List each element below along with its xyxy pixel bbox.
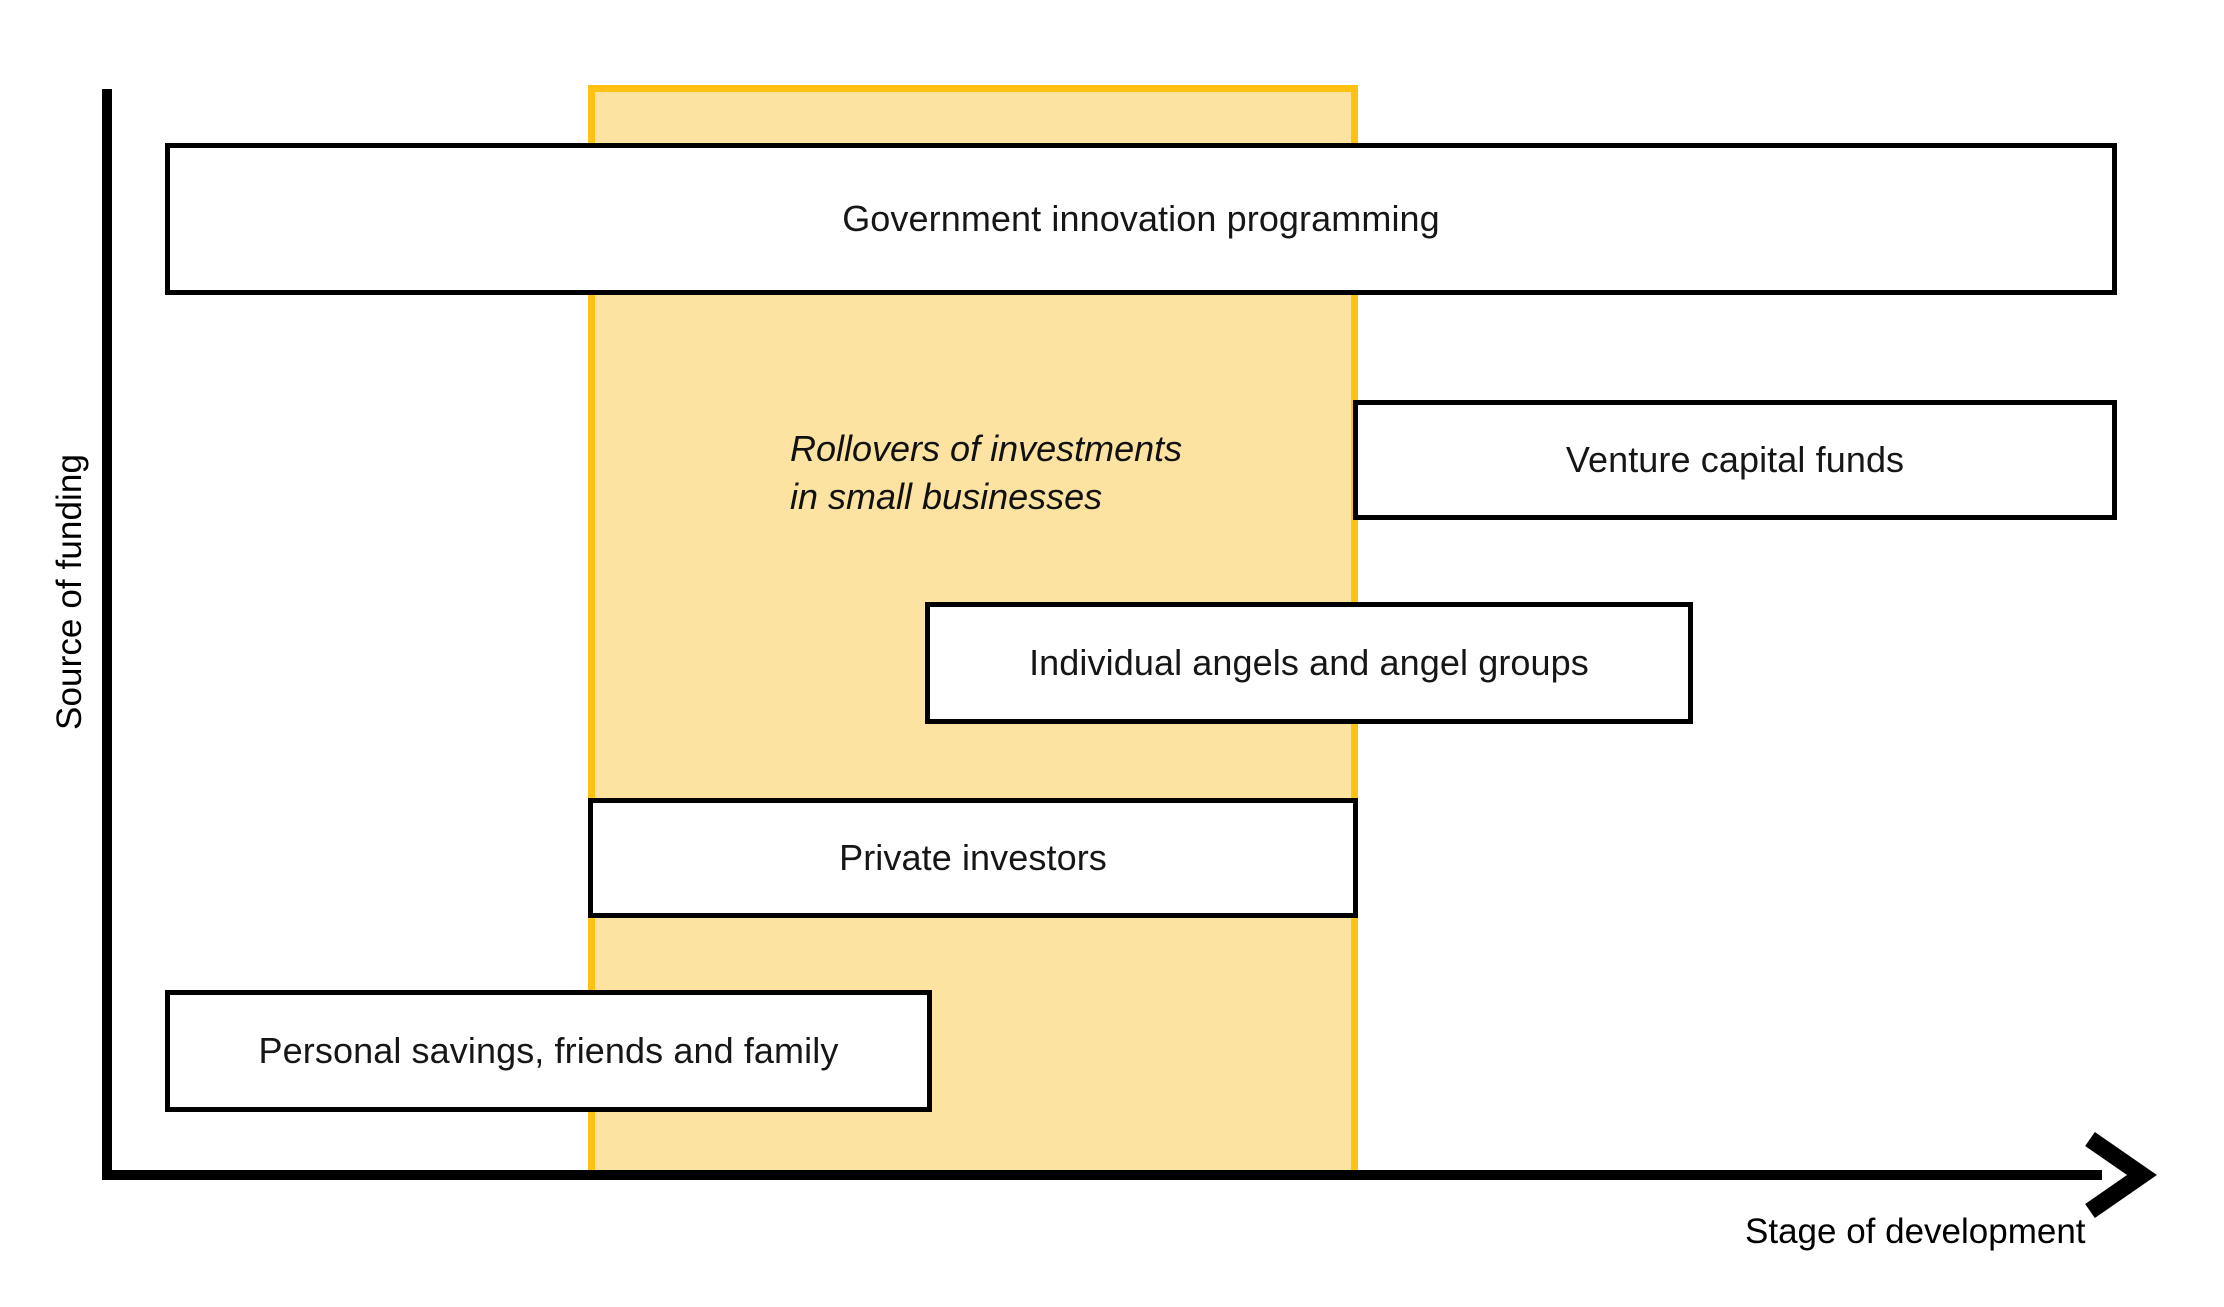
funding-box-label: Private investors bbox=[839, 837, 1107, 878]
funding-box-government: Government innovation programming bbox=[165, 143, 2117, 295]
x-axis-arrow-icon bbox=[2082, 1131, 2168, 1219]
x-axis-label: Stage of development bbox=[1745, 1212, 2086, 1251]
funding-box-label: Government innovation programming bbox=[842, 198, 1440, 239]
funding-box-personal-savings: Personal savings, friends and family bbox=[165, 990, 932, 1112]
y-axis-label: Source of funding bbox=[50, 453, 89, 730]
funding-box-label: Personal savings, friends and family bbox=[258, 1030, 839, 1071]
funding-box-label: Individual angels and angel groups bbox=[1029, 642, 1589, 683]
highlight-band-note: Rollovers of investments in small busine… bbox=[790, 428, 1183, 517]
funding-box-angels: Individual angels and angel groups bbox=[925, 602, 1693, 724]
funding-box-private-investors: Private investors bbox=[588, 798, 1358, 918]
funding-box-label: Venture capital funds bbox=[1565, 439, 1905, 480]
funding-box-venture: Venture capital funds bbox=[1353, 400, 2117, 520]
x-axis-line bbox=[102, 1170, 2102, 1180]
y-axis-line bbox=[102, 89, 112, 1180]
